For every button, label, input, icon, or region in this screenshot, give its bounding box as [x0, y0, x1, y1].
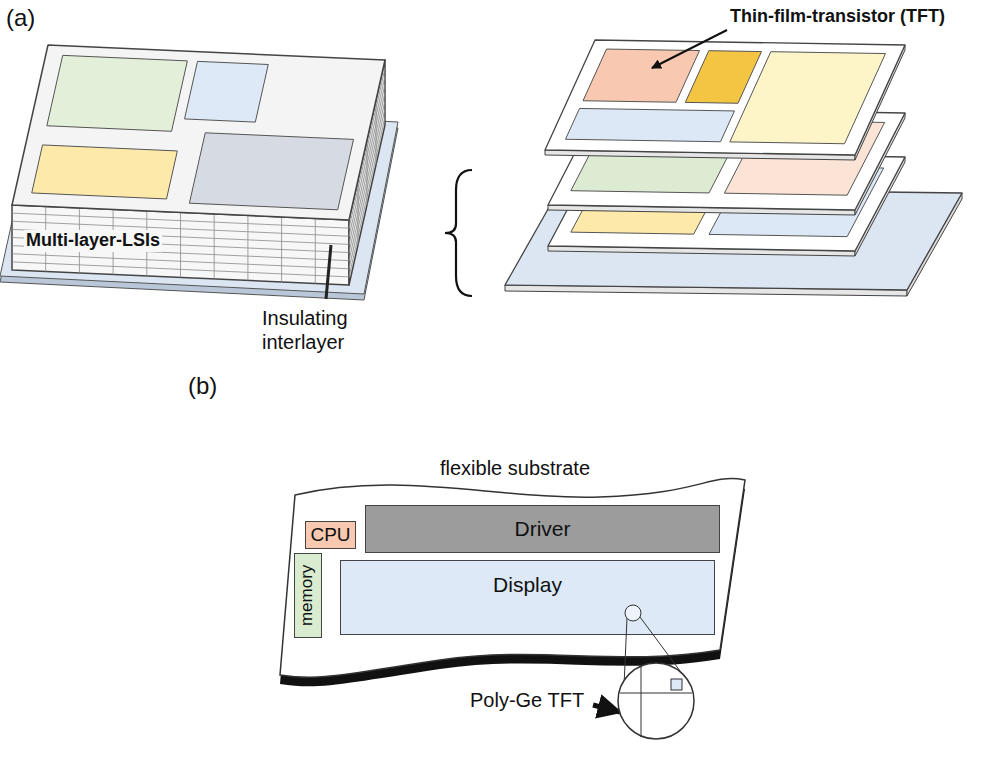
callout-label: Insulating interlayer: [262, 306, 374, 354]
circuit-block: [185, 61, 269, 122]
top-face: [12, 45, 385, 220]
layer-plate: [545, 40, 905, 155]
tft-cell: [671, 679, 682, 690]
block-name: Driver: [515, 517, 571, 540]
part-label: Multi-layer-LSIs: [24, 230, 162, 252]
cpu-block: CPU: [305, 521, 356, 549]
block-name: memory: [299, 565, 318, 626]
grid-line: [358, 180, 359, 245]
block-name: CPU: [310, 525, 350, 546]
callout-label: Thin-film-transistor (TFT): [730, 6, 945, 28]
panel-label: (a): [6, 4, 35, 33]
flexible-substrate: flexible substrateCPU Driver memory Display: [280, 455, 750, 700]
block-name: Display: [493, 573, 562, 596]
substrate-title: flexible substrate: [280, 455, 750, 479]
circuit-block: [730, 52, 886, 144]
grid-line: [247, 216, 248, 281]
zoom-spot: [625, 605, 641, 621]
tft-block: [583, 49, 700, 102]
circuit-block: [47, 55, 188, 131]
multilayer-block: [0, 45, 398, 300]
circuit-block: [566, 108, 735, 141]
pointer-arrow: [593, 705, 620, 712]
zoom-circle: [618, 663, 694, 739]
circuit-block: [685, 51, 761, 104]
leader-line: [326, 245, 331, 299]
pixel-grid: [641, 665, 642, 737]
memory-block: memory: [294, 553, 322, 638]
pointer-arrow: [652, 30, 727, 68]
magnifier: [341, 561, 716, 636]
driver-block: Driver: [365, 505, 720, 553]
grid-line: [214, 214, 215, 279]
substrate-surface: [280, 479, 745, 678]
grid-line: [180, 213, 181, 278]
grid-line: [315, 219, 316, 284]
grid-line: [367, 140, 368, 205]
callout-label: Poly-Ge TFT: [470, 688, 584, 712]
panel-label: (b): [188, 372, 217, 401]
exploded-stack: [505, 30, 962, 296]
circuit-block: [189, 133, 353, 210]
grid-line: [376, 100, 377, 165]
zoom-line: [624, 618, 627, 686]
grid-line: [281, 217, 282, 282]
pixel-grid: [620, 693, 692, 694]
circuit-block: [32, 145, 178, 199]
display-panel: Display: [340, 560, 715, 635]
bracket: [445, 170, 472, 296]
